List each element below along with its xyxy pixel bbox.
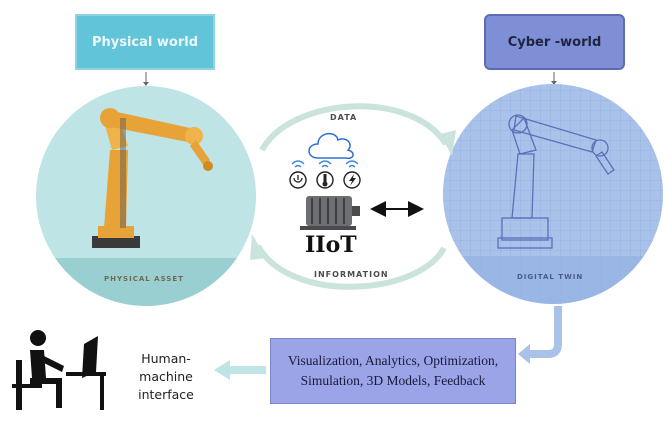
power-icon: [289, 171, 307, 189]
cloud-icon: [308, 132, 354, 160]
hmi-label: Human- machine interface: [126, 350, 206, 404]
physical-connector: [143, 72, 149, 86]
motor-icon: [300, 196, 360, 230]
robot-arm-icon: [92, 108, 213, 248]
digital-twin-label: DIGITAL TWIN: [517, 273, 584, 281]
hmi-line-2: machine: [139, 369, 193, 384]
cycle-arrows: [250, 103, 456, 290]
hmi-line-1: Human-: [141, 351, 191, 366]
feature-line-1: Visualization, Analytics, Optimization,: [287, 353, 499, 368]
cyber-world-box: Cyber -world: [484, 14, 625, 70]
physical-world-box: Physical world: [75, 14, 215, 70]
digital-twin-circle: [443, 84, 663, 304]
feature-line-2: Simulation, 3D Models, Feedback: [300, 373, 486, 388]
digital-robot-arm-icon: [497, 114, 615, 249]
thermometer-icon: [316, 171, 334, 189]
iiot-label: IIoT: [305, 232, 357, 258]
twin-to-features-arrow: [518, 306, 564, 364]
cyber-connector: [551, 72, 557, 85]
feature-box: Visualization, Analytics, Optimization, …: [270, 338, 516, 404]
hmi-line-3: interface: [138, 387, 194, 402]
features-to-hmi-arrow: [214, 360, 266, 380]
physical-world-label: Physical world: [91, 34, 199, 50]
lightning-icon: [343, 171, 361, 189]
physical-asset-label: PHYSICAL ASSET: [104, 275, 184, 283]
data-label: DATA: [330, 113, 358, 122]
cyber-world-label: Cyber -world: [507, 34, 602, 50]
wifi-signals: [291, 160, 359, 168]
information-label: INFORMATION: [314, 270, 389, 279]
person-at-computer-icon: [12, 330, 106, 410]
